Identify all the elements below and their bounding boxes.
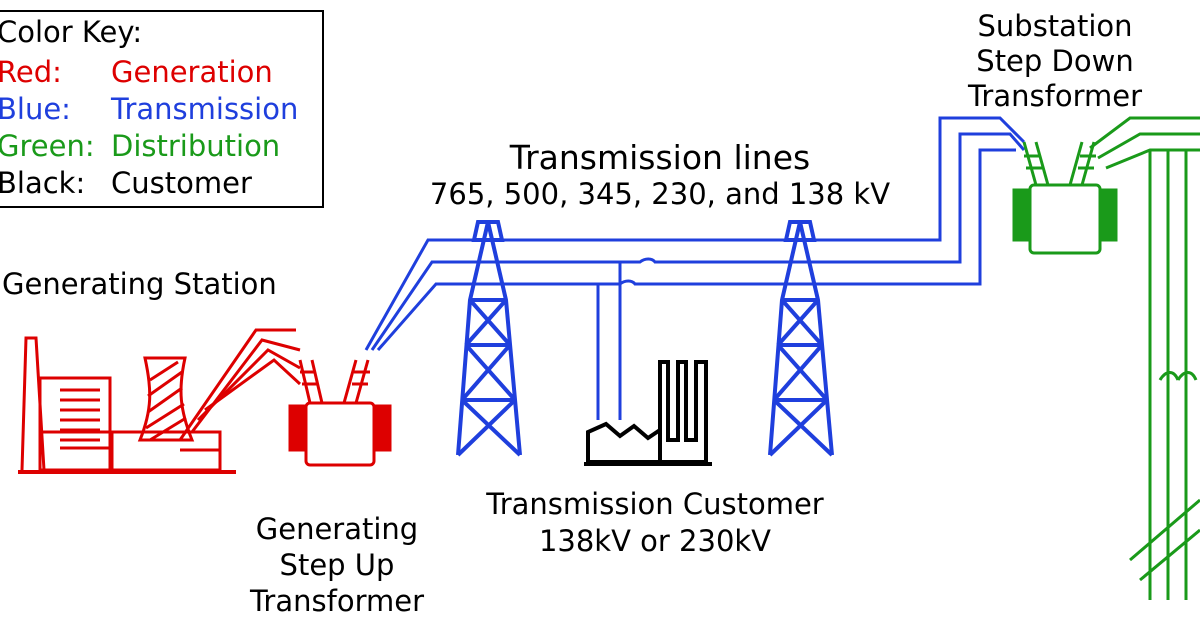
transmission-customer-factory-icon: [584, 360, 712, 466]
color-key-name-3: Black:: [0, 166, 86, 200]
transmission-lines-title: Transmission lines: [509, 138, 811, 177]
generating-station-icon: [18, 328, 302, 474]
color-key-meaning-3: Customer: [111, 166, 252, 200]
color-key-name-1: Blue:: [0, 92, 71, 126]
step-up-label-line-3: Transformer: [249, 584, 424, 618]
transmission-customer-voltage-label: 138kV or 230kV: [538, 524, 772, 558]
transmission-tower-left: [456, 220, 522, 457]
step-up-transformer-icon: [288, 359, 392, 467]
color-key-meaning-1: Transmission: [111, 92, 299, 126]
step-up-transformer-label: Generating Step Up Transformer: [232, 515, 442, 616]
color-key-meaning-2: Distribution: [111, 129, 281, 163]
color-key-name-2: Green:: [0, 129, 95, 163]
step-up-label-line-1: Generating: [255, 512, 419, 546]
color-key-name-0: Red:: [0, 55, 62, 89]
step-up-label-line-2: Step Up: [279, 548, 395, 582]
color-key-meaning-0: Generation: [111, 55, 273, 89]
substation-label: Substation Step Down Transformer: [950, 12, 1160, 111]
transmission-tower-right: [768, 220, 834, 457]
substation-transformer-icon: [1012, 116, 1200, 600]
substation-label-line-2: Step Down: [976, 44, 1134, 78]
transmission-customer-label: Transmission Customer: [486, 487, 824, 521]
transmission-lines: [364, 116, 1026, 420]
substation-label-line-1: Substation: [977, 9, 1133, 43]
color-key-box: [0, 10, 324, 208]
transmission-voltages-label: 765, 500, 345, 230, and 138 kV: [429, 177, 891, 211]
generating-station-label: Generating Station: [2, 267, 277, 301]
color-key-title: Color Key:: [0, 15, 143, 49]
substation-label-line-3: Transformer: [967, 79, 1142, 113]
